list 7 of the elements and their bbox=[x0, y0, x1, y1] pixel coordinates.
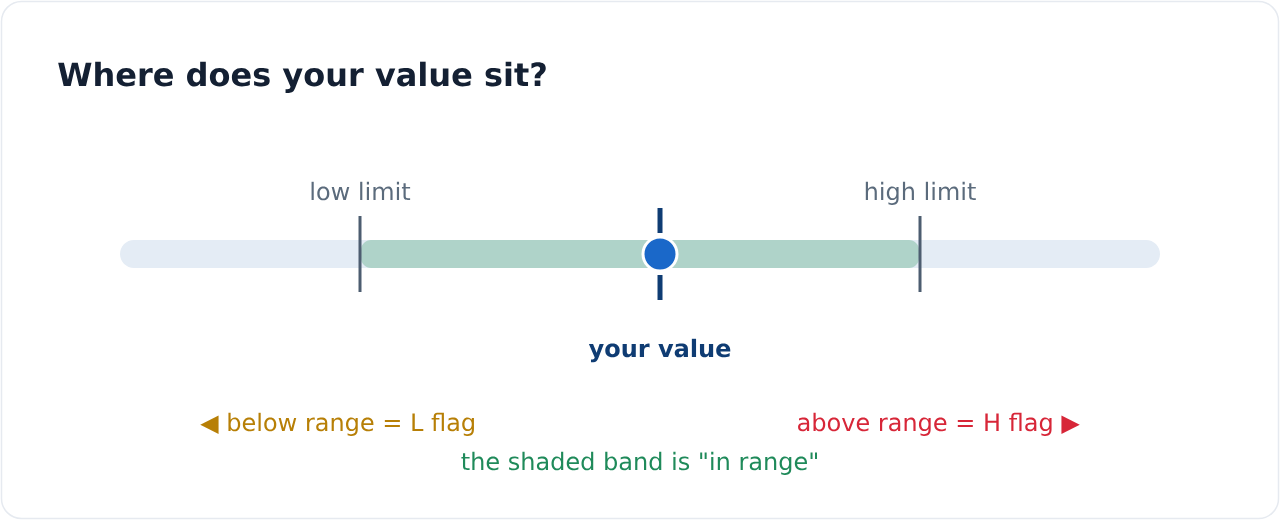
value-label: your value bbox=[588, 338, 731, 363]
flag-note: above range = H flag ▶ bbox=[798, 412, 1080, 436]
limit-label: low limit bbox=[311, 181, 411, 201]
note-text: the shaded band is "in range" bbox=[461, 451, 817, 475]
limit-label: high limit bbox=[865, 181, 976, 205]
flag-note: ◀ below range = L flag bbox=[200, 412, 474, 436]
title: Where does your value sit? bbox=[58, 61, 546, 93]
